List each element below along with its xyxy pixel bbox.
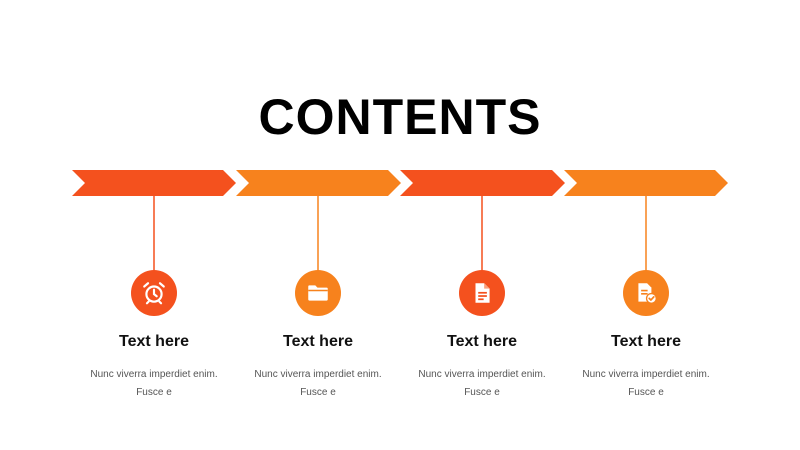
step-2: Text here Nunc viverra imperdiet enim. F… [236, 270, 400, 402]
step-description: Nunc viverra imperdiet enim. Fusce e [400, 366, 564, 402]
alarm-clock-icon [131, 270, 177, 316]
step-1: Text here Nunc viverra imperdiet enim. F… [72, 270, 236, 402]
arrow-segment-2 [236, 170, 401, 196]
arrow-segment-3 [400, 170, 565, 196]
step-3: Text here Nunc viverra imperdiet enim. F… [400, 270, 564, 402]
arrow-segment-4 [564, 170, 728, 196]
step-description: Nunc viverra imperdiet enim. Fusce e [564, 366, 728, 402]
step-description: Nunc viverra imperdiet enim. Fusce e [236, 366, 400, 402]
step-description-line-2: Fusce e [464, 387, 500, 398]
document-icon [459, 270, 505, 316]
step-heading: Text here [283, 333, 353, 350]
document-check-icon [623, 270, 669, 316]
step-heading: Text here [447, 333, 517, 350]
step-description-line-1: Nunc viverra imperdiet enim. [582, 369, 710, 380]
folder-icon [295, 270, 341, 316]
page-title: CONTENTS [258, 89, 542, 145]
step-description: Nunc viverra imperdiet enim. Fusce e [72, 366, 236, 402]
step-heading: Text here [611, 333, 681, 350]
step-description-line-1: Nunc viverra imperdiet enim. [90, 369, 218, 380]
step-4: Text here Nunc viverra imperdiet enim. F… [564, 270, 728, 402]
step-heading: Text here [119, 333, 189, 350]
step-description-line-1: Nunc viverra imperdiet enim. [254, 369, 382, 380]
step-description-line-2: Fusce e [628, 387, 664, 398]
step-description-line-2: Fusce e [136, 387, 172, 398]
step-description-line-2: Fusce e [300, 387, 336, 398]
step-description-line-1: Nunc viverra imperdiet enim. [418, 369, 546, 380]
arrow-segment-1 [72, 170, 236, 196]
